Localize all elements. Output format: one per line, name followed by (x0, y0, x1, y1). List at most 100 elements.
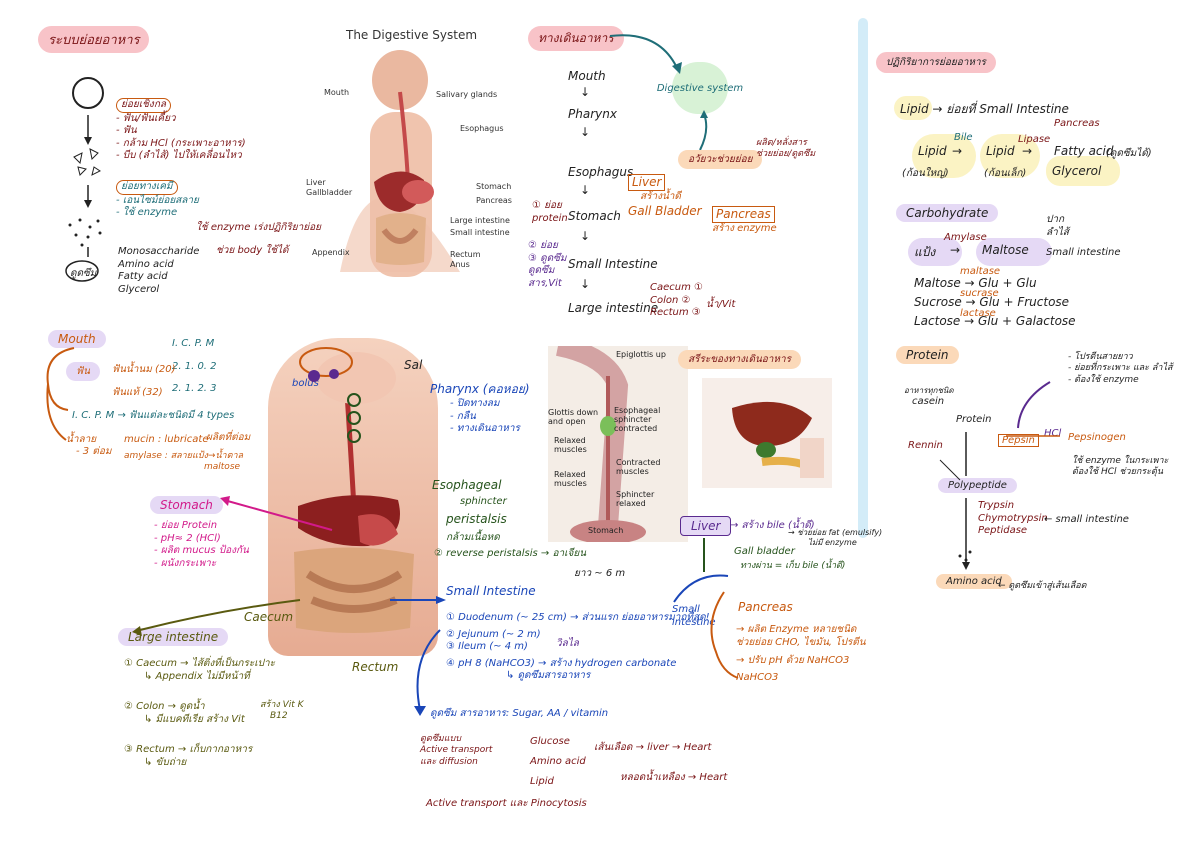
pharynx-item-3: - ทางเดินอาหาร (450, 423, 520, 434)
chem-title: ย่อยทางเคมี (116, 180, 178, 195)
formula-adult: 2. 1. 2. 3 (172, 383, 217, 394)
glucose-label: Glucose (530, 736, 570, 747)
stomach-items: - ย่อย Protein - pH≈ 2 (HCl) - ผลิต mucu… (154, 520, 249, 570)
eso-label-stomach: Stomach (588, 526, 624, 535)
lipid-sub-2: (ก้อนเล็ก) (984, 168, 1027, 179)
lipid-eq-arrow-2: → (1022, 144, 1033, 158)
liver-emulsify-note: → ช่วยย่อย fat (emulsify) ไม่มี enzyme (788, 528, 882, 548)
eso-label-relaxed-2: Relaxed muscles (554, 470, 587, 488)
eso-label-contracted: Contracted muscles (616, 458, 661, 476)
eso-label-sphincter-relaxed: Sphincter relaxed (616, 490, 655, 508)
teeth-items: ฟันน้ำนม (20) ฟันแท้ (32) (112, 364, 176, 399)
lipid-label: Lipid (530, 776, 554, 787)
colon-vit-2: B12 (270, 711, 288, 722)
mech-item-2: - ฟัน (116, 125, 137, 136)
gall-bladder-label: Gall bladder (734, 546, 795, 557)
lipid-eq-1: Lipid (918, 144, 947, 158)
accessory-organ-image (702, 378, 832, 488)
li-part-2: Colon ② (650, 294, 691, 306)
liver-emulsify-2: ไม่มี enzyme (808, 538, 857, 547)
lipid-sub-3: (ดูดซึมได้) (1106, 148, 1152, 159)
peristalsis-note: กล้ามเนื้อหด (446, 532, 500, 543)
stomach-side-2: protein (532, 212, 568, 224)
dental-formulas: I. C. P. M 2. 1. 0. 2 2. 1. 2. 3 (172, 338, 217, 396)
amylase-note: ผลิตที่ต่อม (206, 432, 251, 443)
eso-label-glottis: Glottis down and open (548, 408, 599, 426)
carb-start-highlight (908, 238, 962, 266)
saliva-functions: mucin : lubricate amylase : สลายแป้ง→น้ำ… (124, 434, 243, 473)
enzyme-note-2: ช่วย body ใช้ได้ (216, 244, 289, 256)
sugar-3: Lactose → Glu + Galactose (914, 314, 1076, 328)
sugar-2: Sucrose → Glu + Fructose (914, 295, 1070, 309)
carb-maltose-highlight (976, 238, 1052, 266)
tract-pancreas-label: Pancreas (712, 206, 775, 223)
step-stomach: Stomach (568, 209, 621, 223)
body-diagram-art (340, 50, 460, 277)
pharynx-item-1: - ปิดทางลม (450, 398, 500, 409)
si-part-2: ② Jejunum (~ 2 m) (446, 628, 541, 640)
li-part-3: Rectum ③ (650, 307, 701, 318)
peristalsis-title: สรีระของทางเดินอาหาร (678, 350, 801, 369)
eso-label-relaxed-1: Relaxed muscles (554, 436, 587, 454)
mech-item-3: - กล้าม HCl (กระเพาะอาหาร) (116, 137, 246, 149)
si-part-1: ① Duodenum (~ 25 cm) → ส่วนแรก ย่อยอาหาร… (446, 612, 710, 623)
formula-header: I. C. P. M (172, 338, 215, 349)
lipid-sub-1: (ก้อนใหญ่) (902, 168, 949, 179)
product-3: Fatty acid (118, 271, 168, 282)
step-mouth: Mouth (568, 69, 606, 83)
accessory-organs-label: อวัยวะช่วยย่อย (678, 150, 763, 169)
arrow-1: ↓ (580, 85, 591, 99)
peptidase: Peptidase (978, 525, 1028, 536)
active-note-3: และ diffusion (420, 756, 478, 767)
peristalsis-label: peristalsis (446, 512, 507, 526)
protein-enzyme-note-2: ต้องใช้ HCl ช่วยกระตุ้น (1072, 467, 1163, 478)
sugar-reactions: Maltose → Glu + Glu Sucrose → Glu + Fruc… (914, 276, 1076, 329)
tooth-types: I. C. P. M → ฟันแต่ละชนิดมี 4 types (72, 410, 235, 421)
pharynx-items: - ปิดทางลม - กลืน - ทางเดินอาหาร (450, 398, 520, 436)
tract-liver: Liver สร้างน้ำดี Gall Bladder (628, 174, 702, 219)
liver-emulsify-1: → ช่วยย่อย fat (emulsify) (788, 528, 883, 537)
label-esophagus: Esophagus (460, 124, 504, 133)
liver-box: Liver (680, 516, 732, 536)
carb-amylase: Amylase (944, 232, 987, 243)
label-stomach: Stomach (476, 182, 512, 191)
carb-arrow: → (950, 243, 961, 257)
si-arrow-note: ← small intestine (1044, 514, 1129, 525)
lipid-eq-bile: Bile (954, 132, 973, 143)
lipid-eq-4: Glycerol (1052, 164, 1102, 178)
si-side-1: ② ย่อย (528, 240, 558, 251)
product-4: Glycerol (118, 283, 160, 295)
eso-label-epiglottis: Epiglottis up (616, 350, 666, 359)
arrow-3: ↓ (580, 183, 591, 197)
stomach-item-3: - ผลิต mucus ป้องกัน (154, 545, 249, 556)
esophagus-diagram: Epiglottis up Glottis down and open Esop… (548, 336, 688, 544)
stomach-side-1: ① ย่อย (532, 200, 562, 211)
lipid-eq-lipase: Lipase (1018, 134, 1051, 145)
protein-enzyme-note: ใช้ enzyme ในกระเพาะ ต้องใช้ HCl ช่วยกระ… (1072, 456, 1168, 479)
tract-gall-bladder: Gall Bladder (628, 203, 702, 218)
chem-item-2: - ใช้ enzyme (116, 207, 178, 218)
sugar-enzyme-3: lactase (960, 308, 996, 319)
digestion-products: Monosaccharide Amino acid Fatty acid Gly… (118, 246, 199, 296)
amino-label: Amino acid (530, 756, 586, 767)
reactions-title: ปฏิกิริยาการย่อยอาหาร (876, 52, 996, 73)
amino-note: ← ดูดซึมเข้าสู่เส้นเลือด (998, 581, 1087, 591)
lipid-highlight (894, 96, 932, 120)
mech-title: ย่อยเชิงกล (116, 98, 171, 113)
arrow-5: ↓ (580, 277, 591, 291)
colon-vit-1: สร้าง Vit K (260, 700, 304, 710)
pinocytosis-note: Active transport และ Pinocytosis (426, 798, 587, 809)
si-right-label: Small intestine (672, 604, 716, 628)
carb-place-3: Small intestine (1046, 247, 1121, 258)
accessory-note-2: ช่วยย่อย/ดูดซึม (756, 149, 816, 160)
saliva-amylase: amylase : สลายแป้ง→น้ำตาล (124, 450, 244, 461)
section-divider (858, 18, 868, 538)
villi-label: วิลไล (556, 638, 579, 649)
protease-list: Trypsin Chymotrypsin Peptidase (978, 500, 1048, 538)
pancreas-item-1: → ผลิต Enzyme หลายชนิด (736, 624, 857, 635)
mech-item-4: - บีบ (ลำไส้) ไปให้เคลื่อนไหว (116, 150, 242, 161)
li-item-4: ↳ มีแบคทีเรีย สร้าง Vit (144, 713, 245, 725)
step-small-intestine: Small Intestine (568, 257, 658, 271)
protein-arrows (939, 381, 1060, 570)
rectum-label: Rectum (352, 660, 399, 674)
